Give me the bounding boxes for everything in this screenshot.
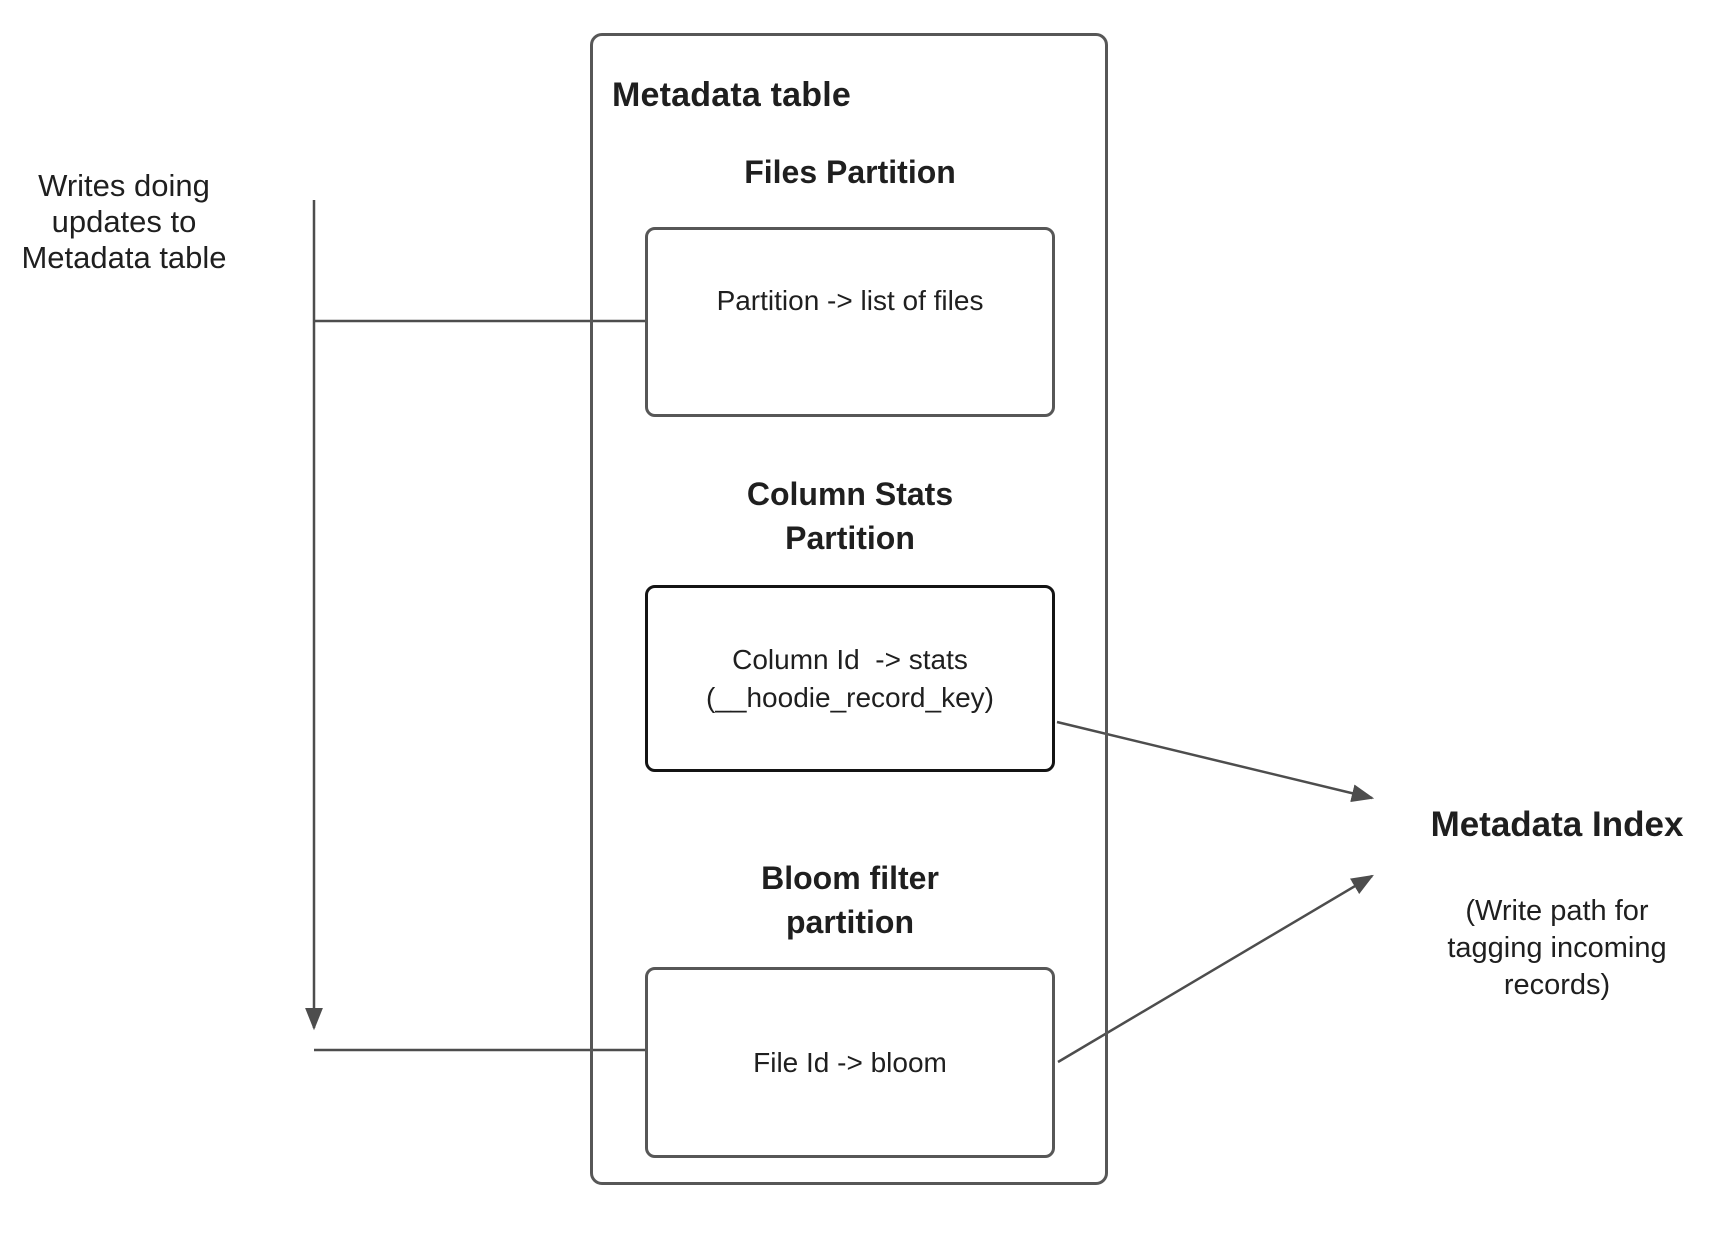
bloom-filter-partition-heading: Bloom filter partition <box>761 860 939 940</box>
metadata-index-subtitle: (Write path for tagging incoming records… <box>1447 895 1667 1001</box>
column-stats-partition-heading: Column Stats Partition <box>746 476 954 556</box>
files-partition-heading: Files Partition <box>744 154 956 190</box>
bloom-filter-partition-box: File Id -> bloom <box>645 967 1055 1158</box>
files-partition-box: Partition -> list of files <box>645 227 1055 417</box>
metadata-table-container <box>590 33 1108 1185</box>
column-stats-partition-mapping: Column Id -> stats (__hoodie_record_key) <box>706 643 994 713</box>
writes-annotation: Writes doing updates to Metadata table <box>21 168 227 275</box>
files-partition-mapping: Partition -> list of files <box>716 285 984 316</box>
bloom-filter-partition-mapping: File Id -> bloom <box>753 1046 947 1078</box>
metadata-table-title: Metadata table <box>612 76 851 114</box>
metadata-index-title: Metadata Index <box>1430 805 1684 844</box>
column-stats-partition-box: Column Id -> stats (__hoodie_record_key) <box>645 585 1055 772</box>
